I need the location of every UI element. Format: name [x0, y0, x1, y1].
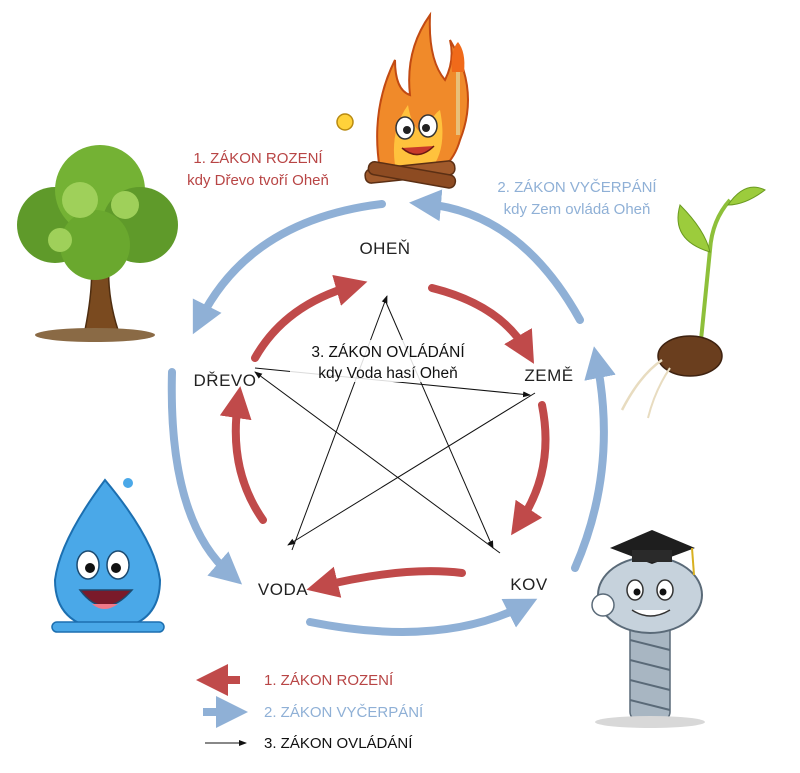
law2-title: 2. ZÁKON VYČERPÁNÍ	[497, 179, 657, 196]
control-line-fire-metal	[384, 299, 494, 549]
node-fire: OHEŇ	[359, 239, 410, 258]
blue-arrow-earth-to-fire	[409, 189, 584, 324]
node-metal: KOV	[510, 575, 548, 594]
law3-example: kdy Voda hasí Oheň	[318, 365, 458, 382]
control-line-metal-wood	[254, 371, 501, 554]
fire-character-illustration	[336, 11, 469, 189]
law1-title: 1. ZÁKON ROZENÍ	[193, 150, 323, 167]
red-arrow-fire-to-earth	[428, 284, 535, 364]
red-arrow-metal-to-water	[306, 566, 466, 598]
seedling-illustration	[620, 186, 766, 419]
law1-example: kdy Dřevo tvoří Oheň	[187, 172, 329, 189]
control-star	[254, 295, 536, 554]
legend-item-1: 1. ZÁKON ROZENÍ	[264, 672, 394, 689]
legend-item-2: 2. ZÁKON VYČERPÁNÍ	[264, 704, 424, 721]
red-arrow-wood-to-fire	[251, 274, 368, 362]
blue-arrow-wood-to-water	[167, 368, 243, 585]
generation-cycle	[219, 274, 550, 598]
law2-example: kdy Zem ovládá Oheň	[504, 201, 651, 218]
exhaustion-cycle	[167, 189, 616, 636]
red-arrow-water-to-wood	[219, 386, 267, 524]
control-line-water-fire	[291, 295, 388, 551]
control-line-earth-water	[287, 392, 536, 546]
node-wood: DŘEVO	[194, 371, 257, 390]
water-drop-illustration	[51, 478, 165, 633]
law3-title: 3. ZÁKON OVLÁDÁNÍ	[311, 344, 465, 361]
legend: 1. ZÁKON ROZENÍ 2. ZÁKON VYČERPÁNÍ 3. ZÁ…	[196, 664, 424, 752]
blue-arrow-metal-to-earth	[571, 346, 616, 572]
blue-arrow-fire-to-wood	[192, 200, 386, 335]
node-water: VODA	[258, 580, 308, 599]
tree-illustration	[17, 145, 178, 342]
node-earth: ZEMĚ	[524, 366, 573, 385]
red-arrow-earth-to-metal	[511, 401, 550, 536]
legend-item-3: 3. ZÁKON OVLÁDÁNÍ	[264, 735, 413, 752]
blue-arrow-water-to-metal	[306, 598, 538, 636]
screw-character-illustration	[591, 530, 705, 728]
